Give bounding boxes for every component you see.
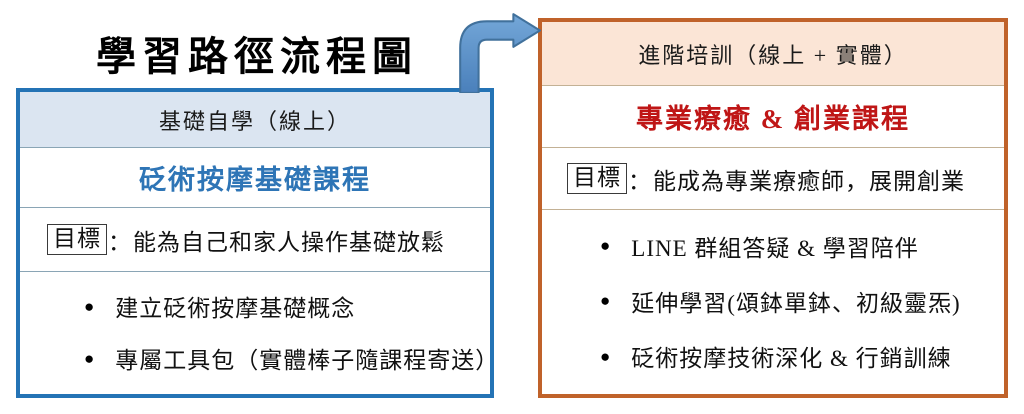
goal-label-badge: 目標	[567, 162, 627, 195]
advanced-training-box: 進階培訓（線上 + 實體） 專業療癒 & 創業課程 目標：能成為專業療癒師，展開…	[538, 18, 1008, 398]
bullet-text: 建立砭術按摩基礎概念	[115, 296, 356, 321]
list-item: ● 延伸學習(頌鉢單鉢、初級靈炁)	[542, 284, 1004, 318]
page-title: 學習路徑流程圖	[96, 34, 418, 79]
list-item: ● LINE 群組答疑 & 學習陪伴	[542, 229, 1004, 263]
goal-label-badge: 目標	[47, 223, 107, 256]
advanced-bullet-list: ● LINE 群組答疑 & 學習陪伴 ● 延伸學習(頌鉢單鉢、初級靈炁) ● 砭…	[542, 210, 1004, 394]
basic-course-title: 砭術按摩基礎課程	[20, 148, 490, 208]
bullet-icon: ●	[600, 236, 612, 256]
goal-text: 能為自己和家人操作基礎放鬆	[133, 229, 445, 255]
list-item: ● 建立砭術按摩基礎概念	[20, 289, 490, 323]
bullet-icon: ●	[84, 348, 96, 368]
advanced-box-header: 進階培訓（線上 + 實體）	[542, 22, 1004, 86]
list-item: ● 砭術按摩技術深化 & 行銷訓練	[542, 339, 1004, 373]
goal-separator: ：	[108, 229, 132, 255]
bullet-icon: ●	[600, 291, 612, 311]
list-item: ● 專屬工具包（實體棒子隨課程寄送）	[20, 341, 498, 375]
advanced-course-title: 專業療癒 & 創業課程	[542, 86, 1004, 148]
bullet-icon: ●	[600, 346, 612, 366]
bullet-icon: ●	[84, 296, 96, 316]
basic-goal-row: 目標：能為自己和家人操作基礎放鬆	[20, 208, 490, 272]
bullet-text: 延伸學習(頌鉢單鉢、初級靈炁)	[631, 290, 961, 316]
advanced-goal-row: 目標：能成為專業療癒師，展開創業	[542, 148, 1004, 210]
basic-box-header: 基礎自學（線上）	[20, 92, 490, 148]
basic-bullet-list: ● 建立砭術按摩基礎概念 ● 專屬工具包（實體棒子隨課程寄送）	[20, 272, 498, 394]
basic-self-study-box: 基礎自學（線上） 砭術按摩基礎課程 目標：能為自己和家人操作基礎放鬆 ● 建立砭…	[16, 88, 498, 398]
bullet-text: 砭術按摩技術深化 & 行銷訓練	[631, 346, 952, 372]
goal-text: 能成為專業療癒師，展開創業	[653, 168, 965, 194]
bent-arrow-icon	[459, 13, 541, 93]
goal-separator: ：	[628, 168, 652, 194]
bullet-text: 專屬工具包（實體棒子隨課程寄送）	[115, 348, 500, 373]
bullet-text: LINE 群組答疑 & 學習陪伴	[631, 235, 919, 261]
